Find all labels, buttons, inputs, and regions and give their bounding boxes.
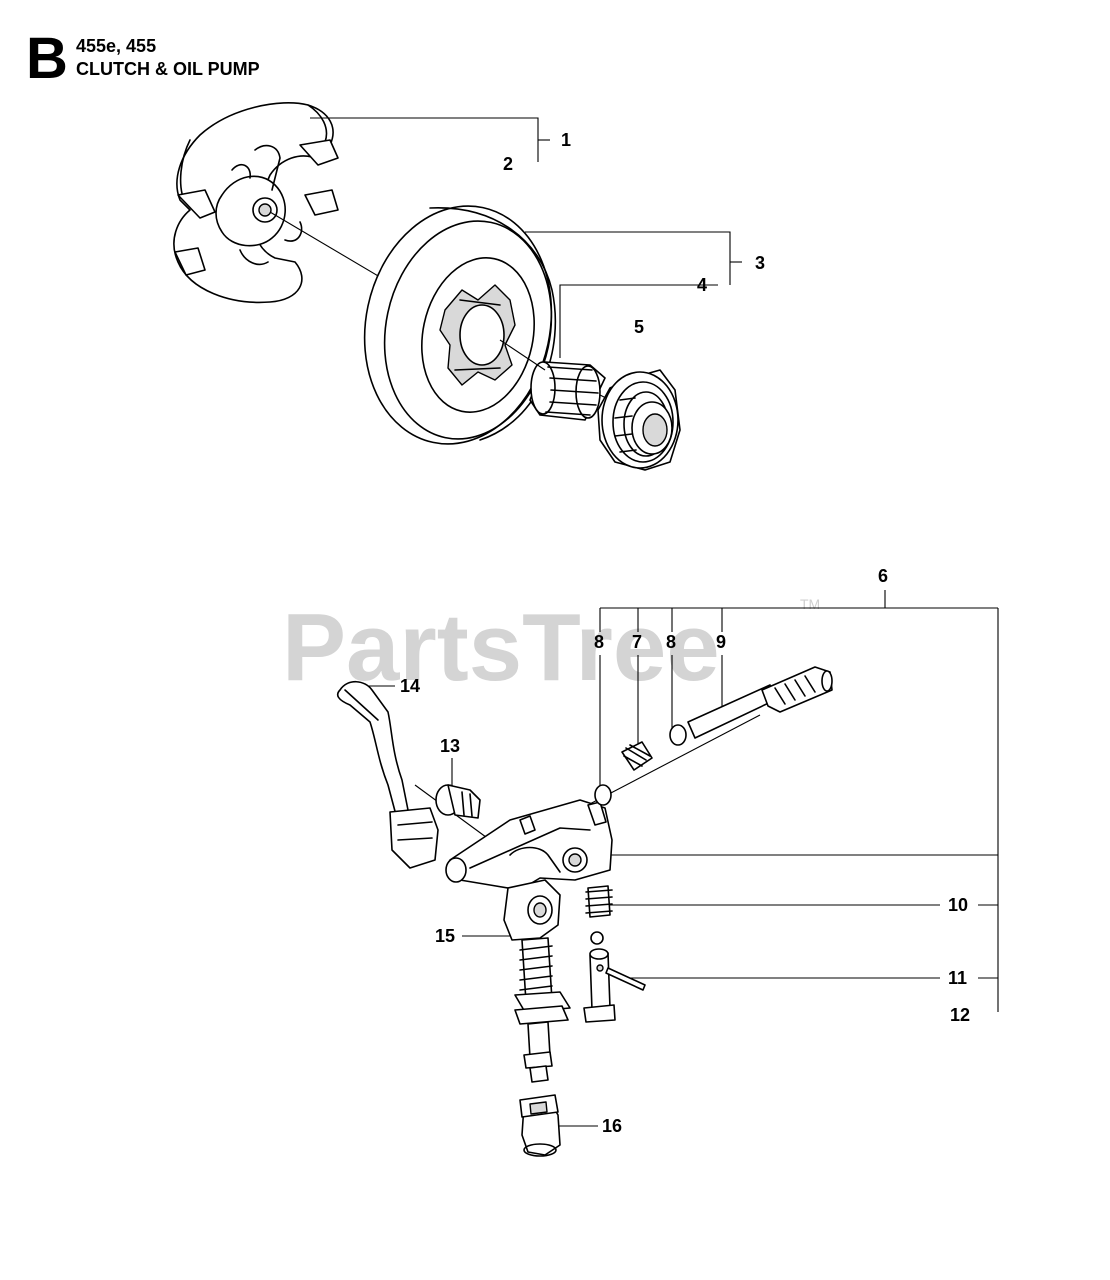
callout-group-top — [310, 117, 742, 358]
callout-8a: 8 — [594, 632, 604, 652]
part-pin[interactable] — [605, 967, 646, 991]
part-o-ring-2[interactable] — [669, 724, 687, 746]
part-clutch-drum[interactable] — [343, 188, 573, 461]
part-oil-filter[interactable] — [519, 1094, 561, 1157]
page-title: CLUTCH & OIL PUMP — [76, 59, 260, 79]
section-letter: B — [26, 26, 68, 91]
part-clutch[interactable] — [173, 102, 339, 304]
callout-7: 7 — [632, 632, 642, 652]
leader-clutch-axis — [269, 211, 386, 281]
callout-5: 5 — [634, 317, 644, 337]
part-shaft[interactable] — [687, 666, 833, 739]
part-plunger[interactable] — [583, 948, 616, 1023]
callout-group-6 — [599, 590, 999, 1012]
part-oil-pump-drive-gear[interactable] — [597, 369, 681, 471]
callout-1: 1 — [561, 130, 571, 150]
part-needle-bearing[interactable] — [529, 361, 606, 421]
model-numbers: 455e, 455 — [76, 36, 156, 56]
part-oil-hose[interactable] — [336, 680, 439, 869]
callout-labels: 1 2 3 4 5 6 8 7 8 9 14 13 10 15 11 12 16 — [400, 130, 970, 1136]
leader-bearing-axis — [499, 339, 546, 371]
callout-16: 16 — [602, 1116, 622, 1136]
callout-2: 2 — [503, 154, 513, 174]
callout-11: 11 — [948, 968, 967, 988]
part-o-ring-1[interactable] — [594, 784, 612, 806]
callout-15: 15 — [435, 926, 455, 946]
callout-3: 3 — [755, 253, 765, 273]
callout-13: 13 — [440, 736, 460, 756]
part-spring[interactable] — [621, 741, 653, 771]
part-bolt[interactable] — [435, 784, 481, 819]
part-oil-pump-housing[interactable] — [503, 879, 571, 1083]
watermark-tm: TM — [800, 596, 820, 612]
callout-14: 14 — [400, 676, 420, 696]
callout-9: 9 — [716, 632, 726, 652]
callout-12: 12 — [950, 1005, 970, 1025]
callout-8b: 8 — [666, 632, 676, 652]
callout-10: 10 — [948, 895, 968, 915]
part-oil-pump[interactable] — [445, 799, 613, 891]
callout-4: 4 — [697, 275, 707, 295]
callout-6: 6 — [878, 566, 888, 586]
part-valve-spring[interactable] — [585, 885, 613, 945]
